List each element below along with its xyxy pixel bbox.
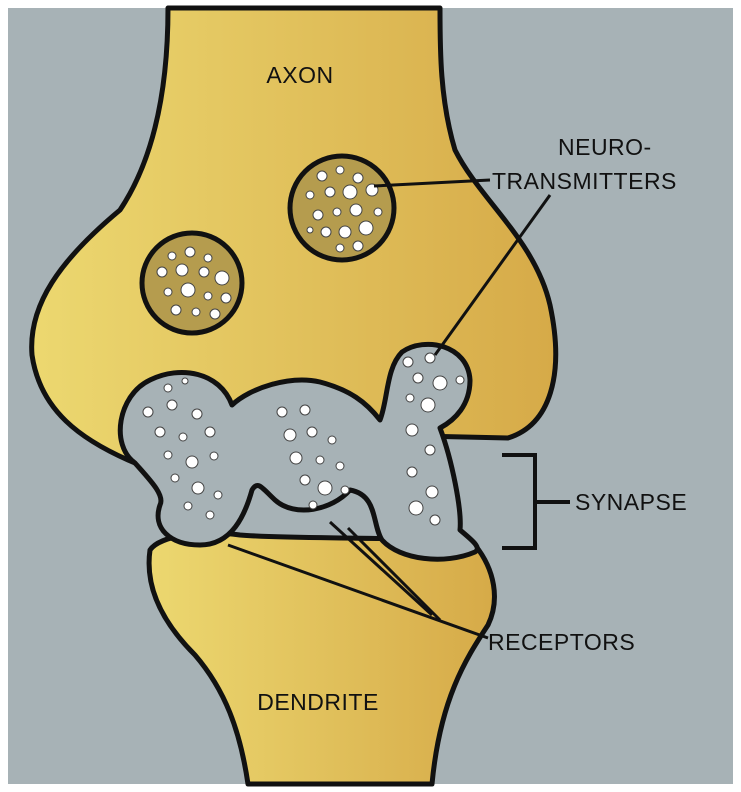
vesicle-upper xyxy=(290,156,394,260)
synapse-label: SYNAPSE xyxy=(575,489,687,515)
dendrite-label: DENDRITE xyxy=(257,689,379,715)
receptors-label: RECEPTORS xyxy=(488,629,635,655)
neurotransmitters-label-line1: NEURO- xyxy=(558,134,652,160)
neurotransmitters-label-line2: TRANSMITTERS xyxy=(492,168,677,194)
axon-label: AXON xyxy=(266,62,333,88)
vesicle-lower xyxy=(142,233,242,333)
